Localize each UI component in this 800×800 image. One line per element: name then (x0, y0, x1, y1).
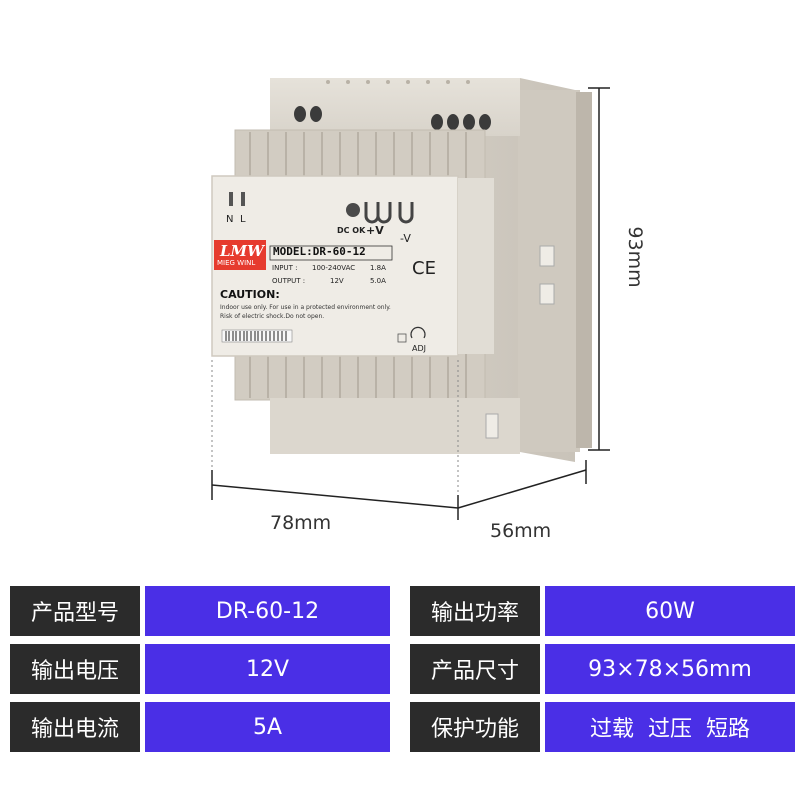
spec-label-text: 输出电流 (30, 717, 119, 742)
ce-mark: CE (412, 258, 436, 279)
input-current: 1.8A (370, 264, 386, 272)
spec-label-protection: 保护功能 (410, 702, 540, 752)
spec-label-model: 产品型号 (10, 586, 140, 636)
spec-value-size: 93×78×56mm (545, 644, 795, 694)
spec-label-text: 产品尺寸 (430, 659, 519, 684)
input-label: INPUT : (272, 264, 298, 272)
spec-value-power: 60W (545, 586, 795, 636)
spec-value-text: 12V (245, 656, 290, 682)
brand-logo: LMW (220, 242, 264, 260)
spec-value-current: 5A (145, 702, 390, 752)
spec-label-size: 产品尺寸 (410, 644, 540, 694)
input-value: 100-240VAC (312, 264, 356, 272)
spec-value-text: 60W (645, 598, 695, 624)
output-label: OUTPUT : (272, 277, 306, 285)
housing-bottom (234, 349, 520, 454)
housing-top (234, 78, 520, 181)
output-value: 12V (330, 277, 344, 285)
dimension-height-label: 93mm (624, 226, 646, 288)
terminal-n-label: N (226, 214, 234, 225)
spec-label-text: 输出电压 (30, 659, 119, 684)
minus-v-label: -V (400, 232, 411, 245)
spec-value-text: 过载 过压 短路 (590, 717, 750, 742)
spec-label-power: 输出功率 (410, 586, 540, 636)
spec-label-text: 输出功率 (430, 601, 519, 626)
dimension-depth-label: 56mm (490, 520, 552, 542)
spec-label-text: 产品型号 (30, 601, 119, 626)
caution-line-2: Risk of electric shock.Do not open. (220, 313, 325, 320)
adj-label: ADJ (412, 344, 426, 353)
output-current: 5.0A (370, 277, 386, 285)
dc-ok-label: DC OK (337, 226, 366, 235)
spec-label-current: 输出电流 (10, 702, 140, 752)
model-label: MODEL:DR-60-12 (273, 245, 366, 258)
spec-value-text: 5A (252, 714, 283, 740)
front-panel (211, 175, 494, 357)
spec-value-text: 93×78×56mm (588, 656, 752, 682)
plus-v-label: +V (366, 224, 384, 237)
spec-value-protection: 过载 过压 短路 (545, 702, 795, 752)
dimension-lines (211, 87, 610, 520)
dimension-guides (211, 360, 459, 494)
terminal-screws-top (294, 106, 491, 130)
caution-title: CAUTION: (220, 288, 280, 301)
caution-line-1: Indoor use only. For use in a protected … (220, 304, 391, 311)
spec-label-voltage: 输出电压 (10, 644, 140, 694)
terminal-l-label: L (240, 214, 246, 225)
spec-value-model: DR-60-12 (145, 586, 390, 636)
brand-sub: MIEG WINL (217, 259, 256, 267)
spec-label-text: 保护功能 (430, 717, 519, 742)
spec-value-voltage: 12V (145, 644, 390, 694)
dimension-width-label: 78mm (270, 512, 332, 534)
spec-value-text: DR-60-12 (215, 598, 320, 624)
